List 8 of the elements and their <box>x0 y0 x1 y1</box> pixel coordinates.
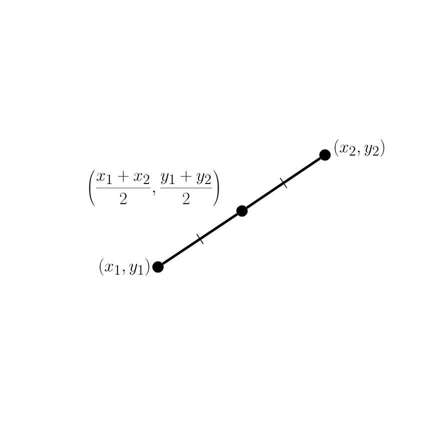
line-segment <box>162 213 238 265</box>
coordinate-label: $\left(\frac{x_1+x_2}{2},\frac{y_1+y_2}{2}\right)$ <box>89 170 219 206</box>
line-segment <box>246 157 321 209</box>
point-dot <box>152 261 164 273</box>
point-dot <box>319 149 331 161</box>
point-dot <box>236 205 248 217</box>
coordinate-label: $(x_2, y_2)$ <box>334 139 384 157</box>
coordinate-label: $(x_1, y_1)$ <box>100 258 150 276</box>
